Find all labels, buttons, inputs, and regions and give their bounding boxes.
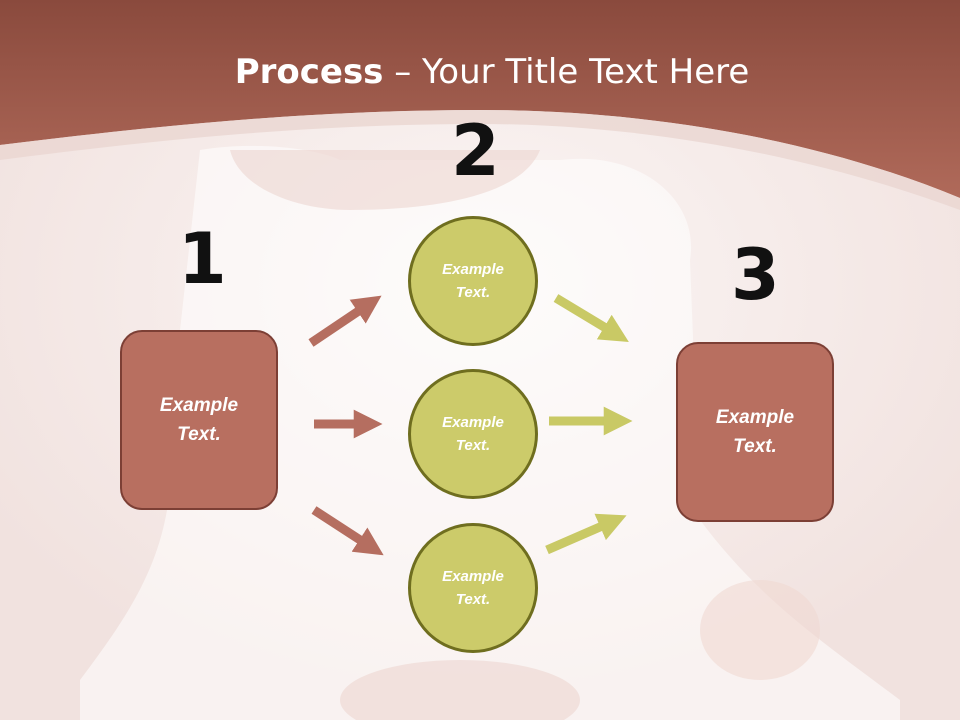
process-circle-bottom: Example Text.	[408, 523, 538, 653]
process-circle-top: Example Text.	[408, 216, 538, 346]
slide-title: Process – Your Title Text Here	[0, 52, 960, 92]
step-number-1: 1	[178, 218, 227, 300]
title-rest: – Your Title Text Here	[383, 52, 750, 92]
process-box-left-label: Example Text.	[159, 395, 239, 445]
step-number-2: 2	[451, 110, 500, 192]
step-number-3: 3	[731, 234, 780, 316]
process-box-right-label: Example Text.	[715, 407, 795, 457]
process-circle-middle-label: Example Text.	[442, 414, 504, 454]
arrow-left-down	[311, 506, 384, 556]
process-circle-middle: Example Text.	[408, 369, 538, 499]
arrow-right-down	[553, 294, 629, 342]
arrow-left-up	[308, 295, 382, 347]
process-circle-bottom-label: Example Text.	[442, 568, 504, 608]
process-box-right: Example Text.	[676, 342, 834, 522]
process-box-left: Example Text.	[120, 330, 278, 510]
title-bold: Process	[234, 52, 384, 92]
arrow-right-up	[545, 513, 627, 555]
process-circle-top-label: Example Text.	[442, 261, 504, 301]
